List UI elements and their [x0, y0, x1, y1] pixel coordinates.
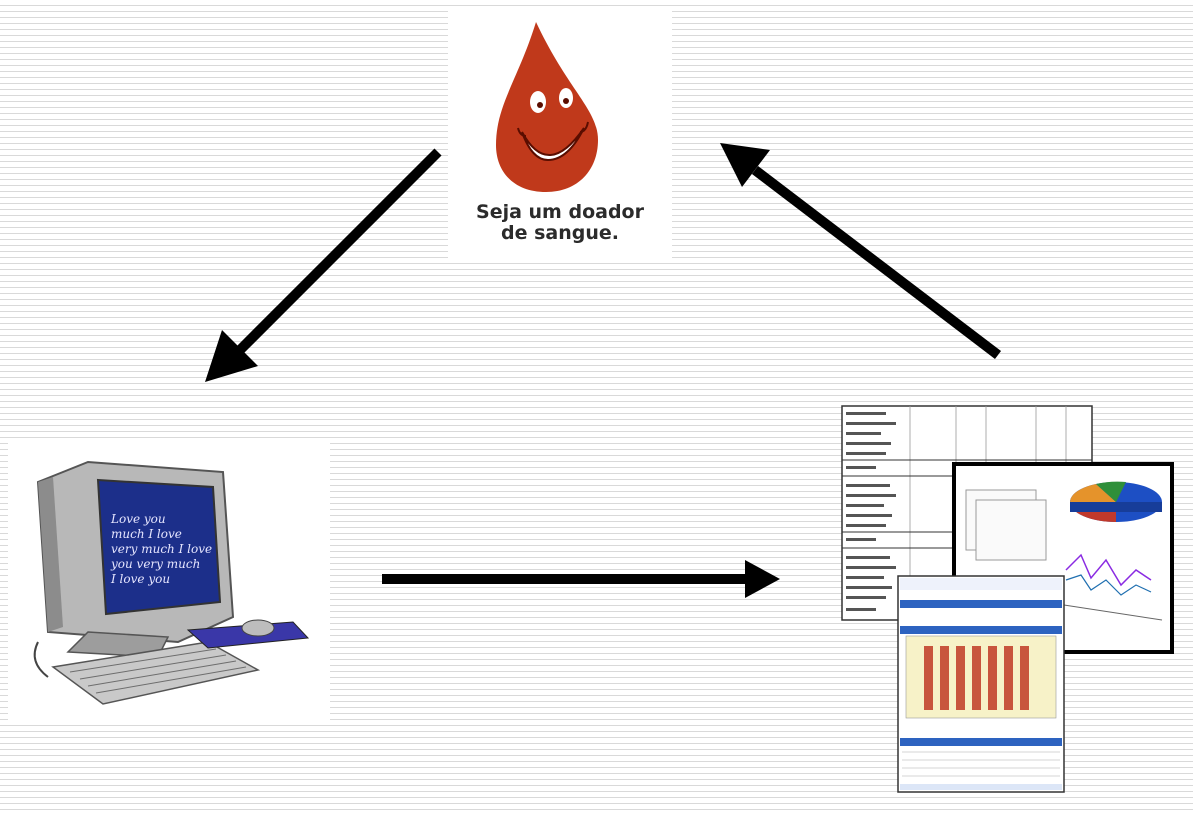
slogan-line-1: Seja um doador — [476, 201, 644, 223]
reports-illustration — [826, 380, 1193, 813]
arrow-computer-to-reports — [382, 560, 780, 598]
blood-donor-logo: Seja um doador de sangue. — [448, 10, 672, 260]
blood-drop-smiley-icon — [496, 22, 598, 192]
slogan-line-2: de sangue. — [501, 222, 619, 244]
screen-line: Love you — [111, 512, 166, 526]
screen-line: very much I love — [111, 542, 213, 556]
arrow-logo-to-computer — [205, 148, 442, 382]
desktop-computer-icon — [33, 460, 310, 705]
report-documents-icon — [841, 405, 1174, 793]
bar-chart-report — [897, 575, 1065, 793]
screen-text: Love you much I love very much I love yo… — [111, 512, 231, 587]
screen-line: I love you — [111, 572, 171, 586]
arrow-reports-to-logo — [720, 143, 1002, 359]
screen-line: much I love — [111, 527, 182, 541]
computer-illustration: Love you much I love very much I love yo… — [8, 442, 330, 724]
donor-slogan: Seja um doador de sangue. — [448, 202, 672, 244]
screen-line: you very much — [111, 557, 201, 571]
